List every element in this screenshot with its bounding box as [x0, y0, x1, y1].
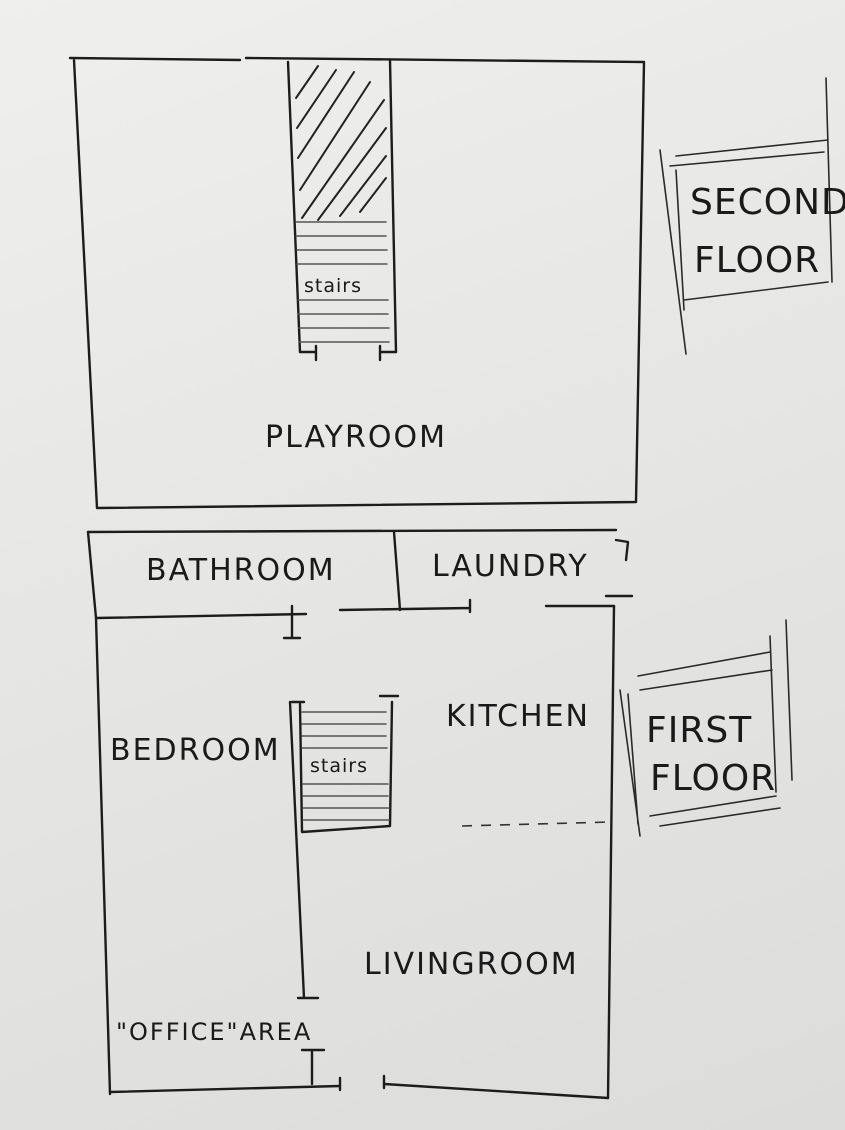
first-floor-left-wall	[86, 530, 112, 1096]
stairwell-right-wall	[388, 58, 398, 354]
stair-treads-first-floor	[301, 711, 390, 821]
playroom-label: PLAYROOM	[265, 420, 447, 455]
laundry-bottom-wall	[338, 598, 472, 614]
stairwell-landing-right	[378, 344, 398, 362]
laundry-right-wall	[544, 594, 634, 608]
second-floor-tag-frame	[659, 77, 833, 355]
bedroom-label: BEDROOM	[110, 733, 281, 768]
bathroom-bottom-wall	[94, 612, 308, 620]
first-floor-right-wall	[606, 604, 616, 1100]
front-door-jamb	[300, 1048, 386, 1092]
first-floor-stairwell: stairs	[290, 694, 400, 834]
first-floor-top-wall	[86, 528, 618, 534]
stairwell-hatched-void	[295, 65, 387, 221]
stairwell-landing-left	[298, 344, 318, 362]
first-floor-tag-line1: FIRST	[646, 710, 752, 751]
bathroom-label: BATHROOM	[146, 553, 336, 588]
stairs-label-first-floor: stairs	[310, 755, 368, 777]
stairs-label-second-floor: stairs	[304, 275, 362, 297]
livingroom-label: LIVINGROOM	[364, 947, 579, 982]
office-area-label: "OFFICE"AREA	[116, 1018, 312, 1046]
second-floor-tag-line1: SECOND	[690, 182, 845, 223]
first-floor-right-wall-top	[614, 538, 630, 562]
second-floor-outer-wall	[68, 56, 646, 510]
second-floor-plan: stairs PLAYROOM	[68, 56, 646, 510]
stairwell-left-wall	[286, 60, 302, 354]
second-floor-tag: SECOND FLOOR	[659, 77, 845, 355]
bathroom-door-jamb	[282, 604, 302, 640]
kitchen-livingroom-divider	[461, 821, 611, 827]
second-floor-tag-line2: FLOOR	[694, 240, 820, 281]
first-floor-bottom-wall	[108, 1082, 610, 1100]
first-floor-plan: stairs BATHROOM LAUNDRY BEDROOM KITCHEN …	[86, 528, 634, 1100]
first-floor-tag-line2: FLOOR	[650, 758, 776, 799]
first-floor-tag: FIRST FLOOR	[619, 619, 793, 837]
bedroom-livingroom-wall	[288, 700, 320, 1000]
bathroom-laundry-partition	[392, 530, 402, 612]
first-floor-tag-frame	[619, 619, 793, 837]
second-floor-stairwell: stairs	[286, 58, 398, 362]
laundry-label: LAUNDRY	[432, 549, 589, 584]
kitchen-label: KITCHEN	[446, 699, 590, 734]
stair-treads-second-floor	[295, 221, 390, 343]
stairwell-box	[290, 694, 400, 834]
